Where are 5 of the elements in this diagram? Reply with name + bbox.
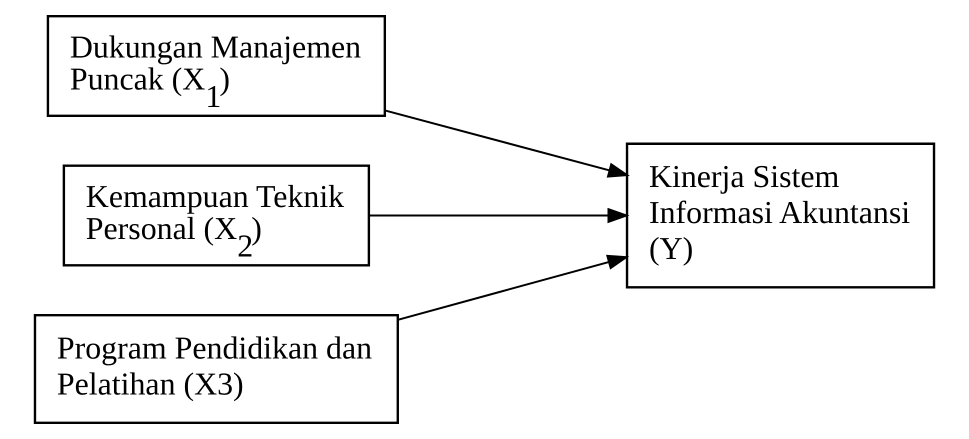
arrow [369,208,630,224]
arrow [384,110,630,178]
arrow [398,254,630,321]
node-box: Kinerja Sistem Informasi Akuntansi (Y) [626,142,936,288]
node-box: Program Pendidikan dan Pelatihan (X3) [34,314,399,424]
